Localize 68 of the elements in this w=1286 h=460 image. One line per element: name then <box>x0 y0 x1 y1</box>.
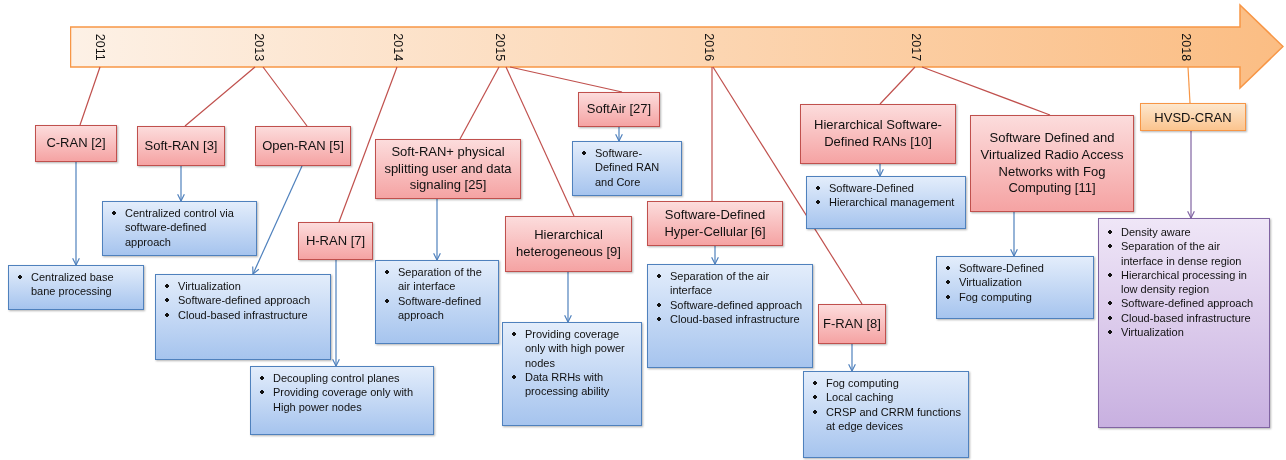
connector-line <box>1010 211 1018 257</box>
feature-box <box>803 371 969 458</box>
feature-box <box>1098 218 1270 428</box>
approach-box <box>1140 103 1246 131</box>
approach-box <box>800 104 956 164</box>
feature-box <box>502 322 642 426</box>
approach-box <box>818 304 886 344</box>
connector-line <box>879 66 916 105</box>
connector-line <box>332 259 340 367</box>
connector-line <box>876 163 884 177</box>
approach-name: Software Defined and Virtualized Radio Access Networks with Fog Computing [11] <box>979 129 1125 198</box>
feature-box <box>250 366 434 435</box>
approach-box <box>970 115 1134 212</box>
feature-box <box>647 264 813 368</box>
connector-line <box>711 66 713 202</box>
connector-line <box>505 66 575 217</box>
approach-box <box>505 216 632 272</box>
feature-box <box>375 260 499 344</box>
approach-name: Open-RAN [5] <box>262 137 344 155</box>
feature-box <box>8 265 144 310</box>
approach-name: H-RAN [7] <box>305 232 366 250</box>
connector-line <box>72 161 80 266</box>
year-label: 2014 <box>391 33 405 62</box>
year-label: 2018 <box>1179 33 1193 62</box>
year-label: 2016 <box>702 33 716 62</box>
connector-line <box>848 343 856 372</box>
approach-box <box>375 139 521 199</box>
connector-line <box>433 198 441 261</box>
approach-box <box>647 201 783 246</box>
approach-box <box>255 126 351 166</box>
connector-line <box>1187 130 1195 219</box>
approach-name: F-RAN [8] <box>823 315 881 333</box>
year-label: 2011 <box>93 33 106 61</box>
year-label: 2017 <box>909 33 923 62</box>
feature-box <box>806 176 966 229</box>
connector-line <box>79 66 101 126</box>
connector-line <box>509 66 623 93</box>
approach-name: Soft-RAN [3] <box>144 137 218 155</box>
approach-name: Hierarchical heterogeneous [9] <box>515 227 622 261</box>
connector-line <box>1187 66 1191 104</box>
connector-line <box>711 245 719 265</box>
approach-box <box>578 92 660 127</box>
connector-line <box>262 66 308 127</box>
connector-line <box>921 66 1051 116</box>
approach-name: SoftAir [27] <box>586 101 652 118</box>
connector-line <box>615 126 623 142</box>
approach-name: Software-Defined Hyper-Cellular [6] <box>663 206 767 241</box>
approach-name: C-RAN [2] <box>46 135 106 152</box>
timeline-arrow <box>70 3 1284 90</box>
connector-line <box>712 66 863 305</box>
feature-box <box>102 201 257 256</box>
connector-line <box>564 271 572 323</box>
approach-name: Hierarchical Software-Defined RANs [10] <box>813 117 943 151</box>
year-label: 2013 <box>252 33 266 62</box>
approach-box <box>35 125 117 162</box>
connector-line <box>184 66 256 127</box>
approach-name: Soft-RAN+ physical splitting user and data signaling [25] <box>383 143 513 195</box>
approach-name: HVSD-CRAN <box>1154 109 1232 125</box>
feature-box <box>155 274 331 360</box>
connector-line <box>177 165 185 202</box>
approach-box <box>298 222 373 260</box>
connector-line <box>252 165 303 275</box>
connector-line <box>338 66 398 223</box>
approach-box <box>137 126 225 166</box>
year-label: 2015 <box>493 33 507 62</box>
feature-box <box>572 141 682 196</box>
connector-line <box>459 66 500 140</box>
feature-box <box>936 256 1094 319</box>
